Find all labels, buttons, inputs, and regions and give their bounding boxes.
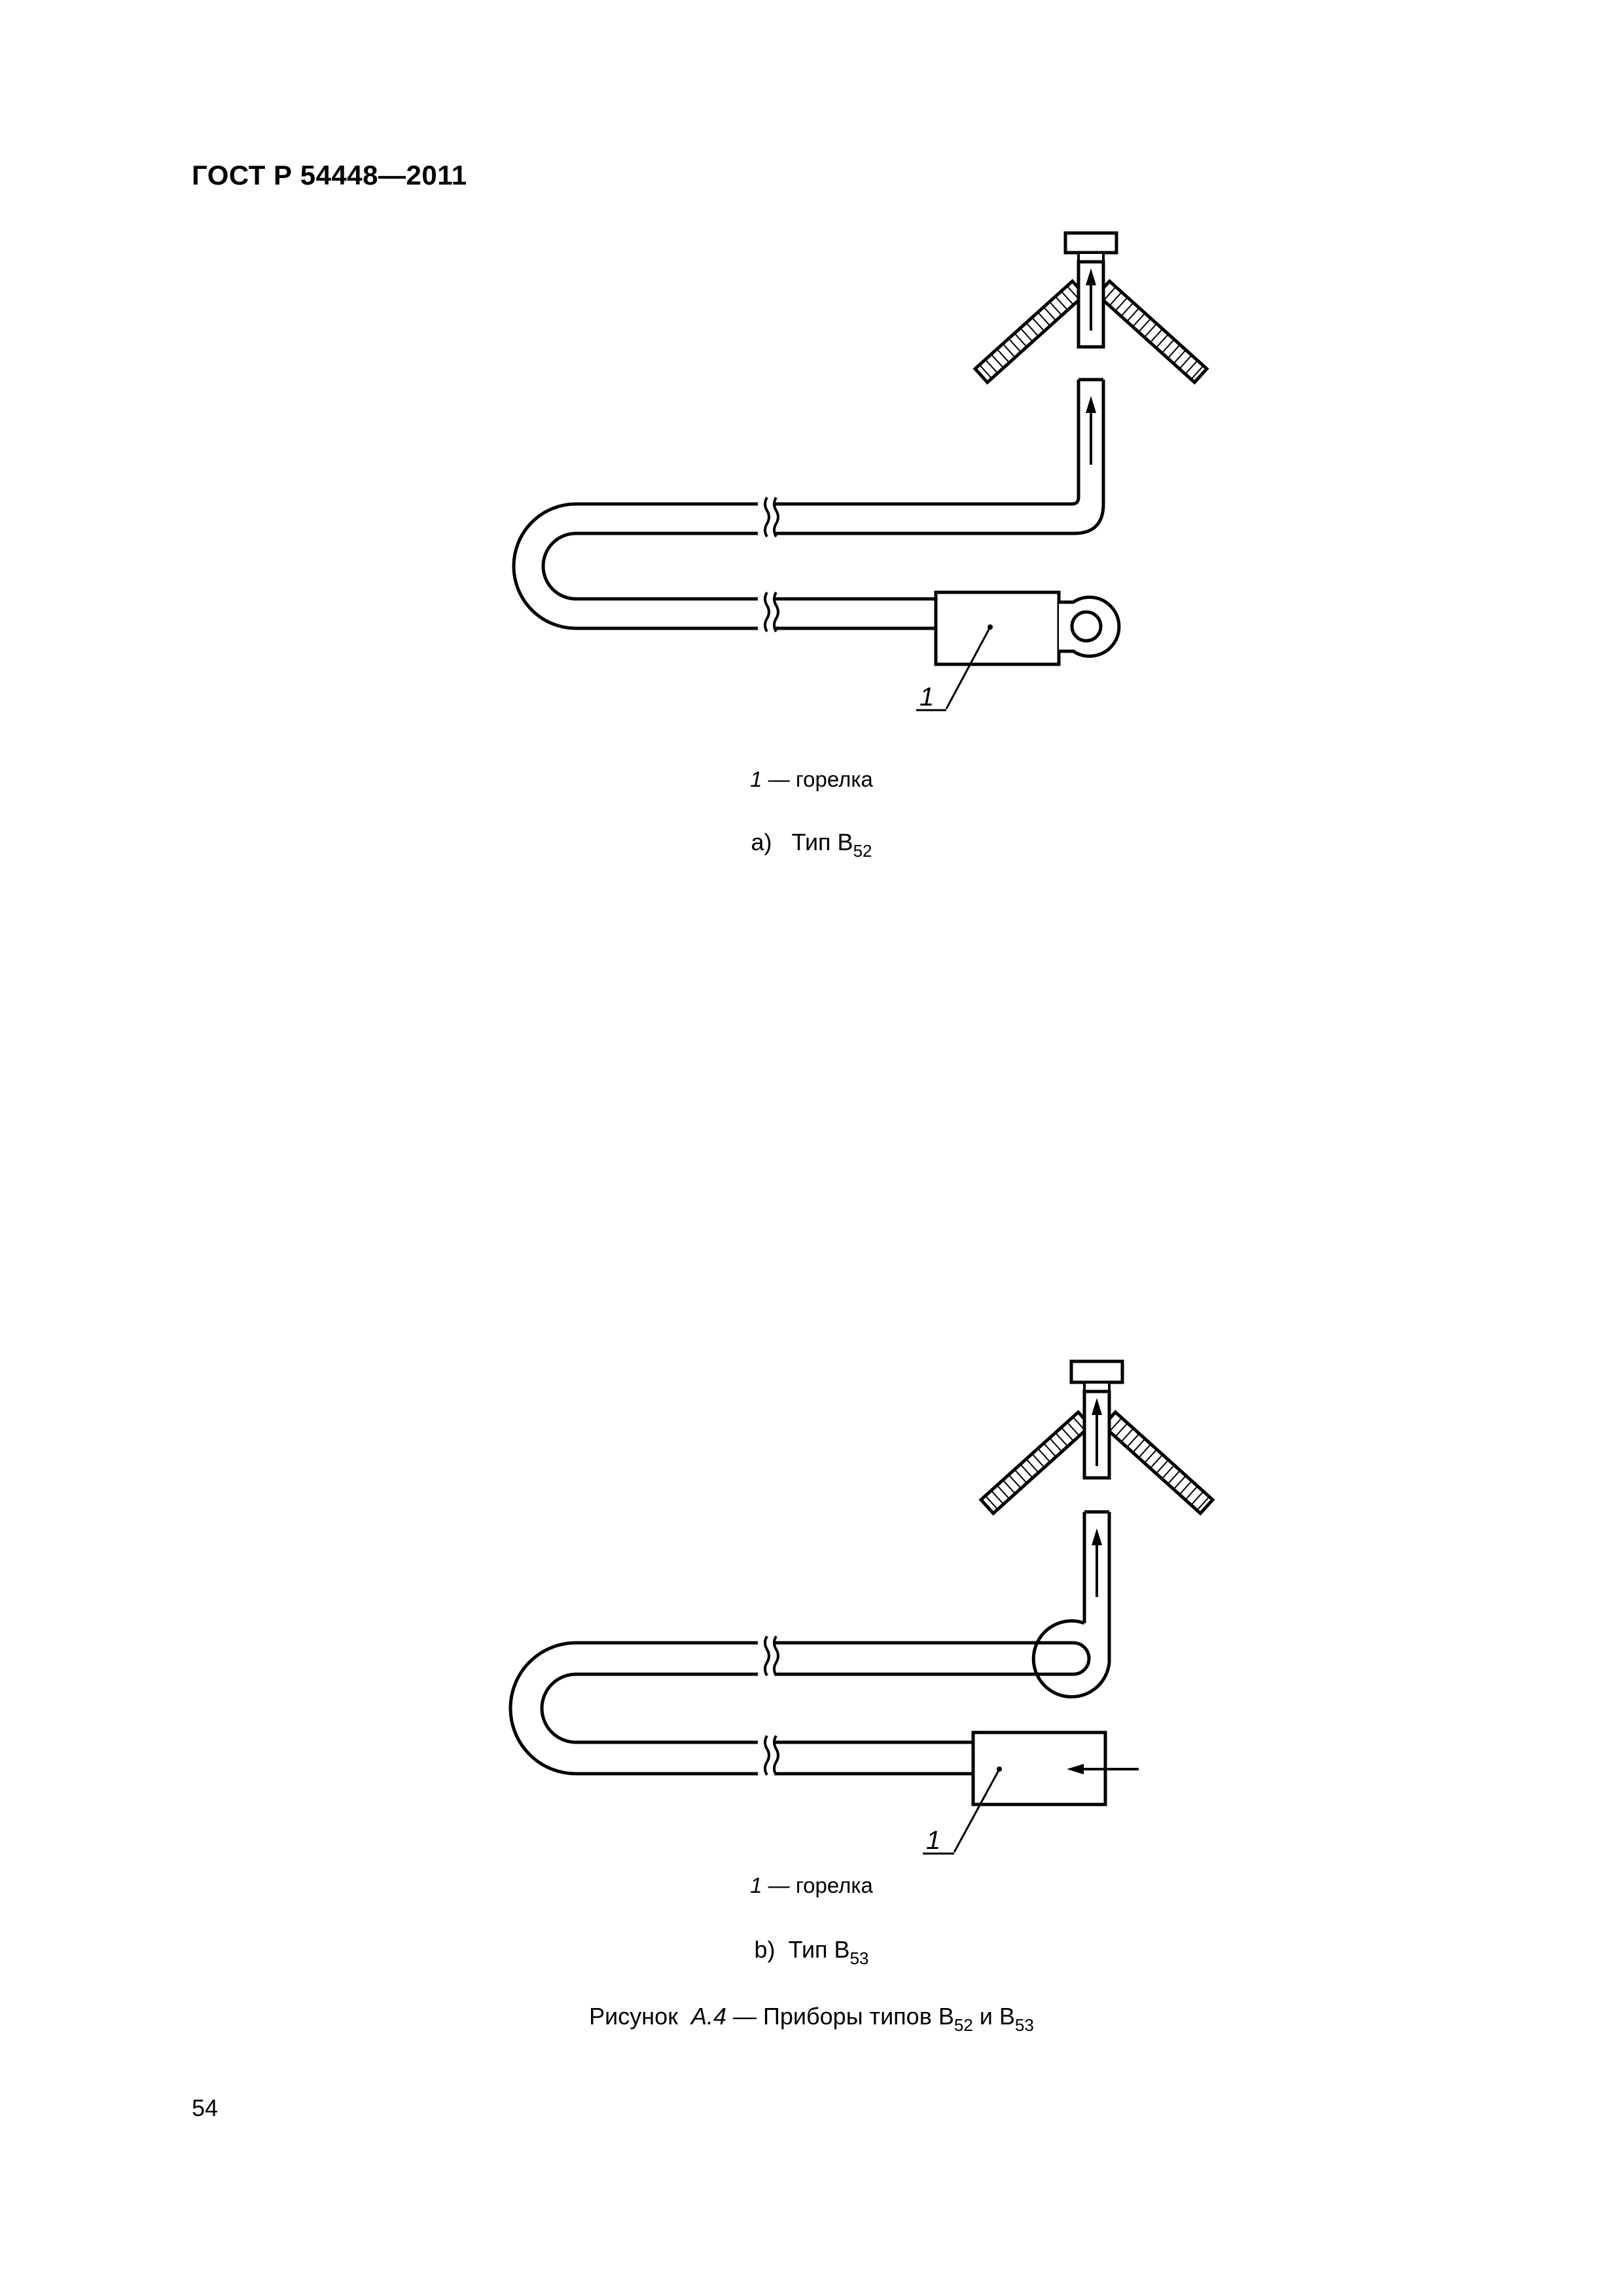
flue-pipe	[1082, 1512, 1111, 1662]
caption-index-1: 52	[954, 2015, 973, 2035]
figure-a-drawing: 1	[512, 231, 1209, 711]
figure-b-label: b) Тип B53	[0, 1936, 1623, 1969]
figure-a-legend: 1 — горелка	[0, 767, 1623, 792]
caption-number: A.4	[690, 2003, 727, 2030]
caption-index-2: 53	[1014, 2015, 1034, 2035]
terminal-cap	[1069, 1359, 1124, 1384]
figure-b-callout: 1	[926, 1826, 940, 1855]
figure-b-drawing: 1	[508, 1359, 1215, 1855]
legend-text: — горелка	[768, 767, 873, 791]
legend-number: 1	[750, 1873, 762, 1897]
sub-letter: a)	[751, 829, 772, 855]
document-header: ГОСТ Р 54448—2011	[192, 160, 467, 190]
caption-conj: и B	[972, 2003, 1015, 2030]
roof-left	[972, 279, 1087, 385]
figure-a-label: a) Тип B52	[0, 829, 1623, 861]
burner-box	[934, 590, 1061, 666]
flue-pipe	[775, 380, 1105, 535]
figure-caption: Рисунок A.4 — Приборы типов B52 и B53	[0, 2003, 1623, 2036]
figure-a-callout: 1	[919, 683, 934, 711]
caption-text: — Приборы типов B	[733, 2003, 954, 2030]
roof-right	[1101, 1410, 1215, 1516]
figure-a: 1	[0, 223, 1623, 746]
sub-index: 52	[853, 841, 872, 861]
legend-text: — горелка	[768, 1873, 873, 1897]
sub-index: 53	[849, 1948, 869, 1968]
legend-number: 1	[750, 767, 762, 791]
figure-b-legend: 1 — горелка	[0, 1873, 1623, 1898]
u-bend	[512, 502, 758, 630]
figure-b: 1	[0, 1335, 1623, 1885]
sub-label: Тип B	[791, 829, 853, 855]
sub-label: Тип B	[788, 1936, 850, 1963]
caption-prefix: Рисунок	[589, 2003, 678, 2030]
roof-left	[978, 1410, 1093, 1516]
roof-right	[1095, 279, 1209, 385]
page-number: 54	[192, 2094, 219, 2121]
sub-letter: b)	[754, 1936, 776, 1963]
u-bend	[508, 1641, 758, 1776]
terminal-cap	[1063, 231, 1118, 255]
